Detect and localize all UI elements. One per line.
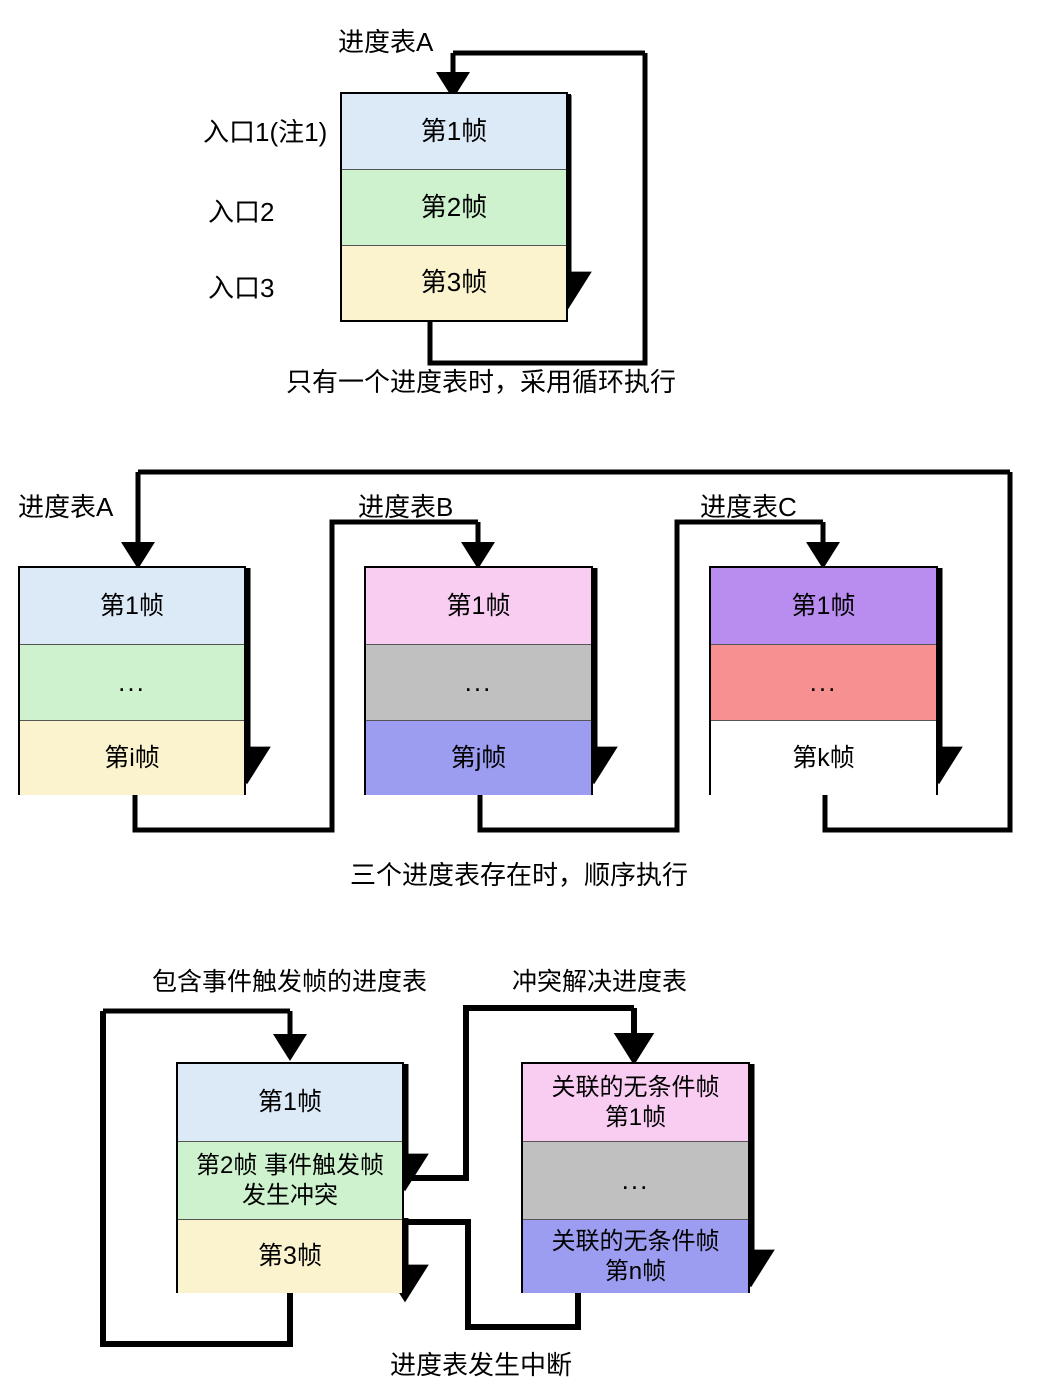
s2-frame-row[interactable]: 第j帧 xyxy=(366,721,591,795)
s3-left-table-title: 包含事件触发帧的进度表 xyxy=(152,968,428,996)
s3-event-trigger-table[interactable]: 第1帧 第2帧 事件触发帧 发生冲突 第3帧 xyxy=(176,1062,404,1293)
s3-left-entry-arrow xyxy=(103,1008,308,1061)
s2-outer-loop-rail xyxy=(121,469,1010,569)
s3-frame-row[interactable]: 第3帧 xyxy=(178,1220,402,1293)
s3-event-trigger-row[interactable]: 第2帧 事件触发帧 发生冲突 xyxy=(178,1142,402,1220)
s2-tableB-edge-bar xyxy=(591,568,596,760)
s2-frame-row[interactable]: 第1帧 xyxy=(366,568,591,645)
s2-schedule-table-b[interactable]: 第1帧 ... 第j帧 xyxy=(364,566,593,795)
s2-schedule-table-a[interactable]: 第1帧 ... 第i帧 xyxy=(18,566,246,795)
s3-right-edge-bar xyxy=(748,1064,753,1258)
s1-entry-label-3: 入口3 xyxy=(208,273,275,303)
s2-tableC-title: 进度表C xyxy=(700,492,797,522)
s2-tableC-edge-bar xyxy=(936,568,941,760)
s1-table-title: 进度表A xyxy=(338,27,434,57)
s2-frame-row[interactable]: 第1帧 xyxy=(711,568,936,645)
s3-frame-row[interactable]: 关联的无条件帧 第1帧 xyxy=(523,1064,748,1142)
s2-tableA-title: 进度表A xyxy=(18,492,114,522)
s3-left-edge-bar-upper xyxy=(402,1064,407,1160)
s2-schedule-table-c[interactable]: 第1帧 ... 第k帧 xyxy=(709,566,938,795)
s2-tableA-edge-bar xyxy=(244,568,249,760)
s1-entry-arrow xyxy=(436,50,645,99)
s3-frame-row[interactable]: 关联的无条件帧 第n帧 xyxy=(523,1220,748,1293)
s3-caption: 进度表发生中断 xyxy=(389,1350,572,1380)
s2-frame-row[interactable]: ... xyxy=(711,645,936,721)
s3-frame-row[interactable]: 第1帧 xyxy=(178,1064,402,1142)
s2-frame-row[interactable]: ... xyxy=(20,645,244,721)
s1-frame-row[interactable]: 第3帧 xyxy=(342,246,566,320)
s2-frame-row[interactable]: 第k帧 xyxy=(711,721,936,795)
s1-frame-row[interactable]: 第1帧 xyxy=(342,94,566,170)
s3-left-edge-bar-lower xyxy=(402,1218,407,1276)
s1-schedule-table-a[interactable]: 第1帧 第2帧 第3帧 xyxy=(340,92,568,322)
s3-right-table-title: 冲突解决进度表 xyxy=(512,968,688,996)
s1-frame-row[interactable]: 第2帧 xyxy=(342,170,566,246)
s2-caption: 三个进度表存在时，顺序执行 xyxy=(349,860,688,890)
s2-frame-row[interactable]: ... xyxy=(366,645,591,721)
s3-frame-row[interactable]: ... xyxy=(523,1142,748,1220)
s3-conflict-resolution-table[interactable]: 关联的无条件帧 第1帧 ... 关联的无条件帧 第n帧 xyxy=(521,1062,750,1293)
s2-tableB-title: 进度表B xyxy=(358,492,454,522)
s1-entry-label-2: 入口2 xyxy=(208,197,275,227)
s1-table-edge-bar xyxy=(566,94,571,284)
s1-caption: 只有一个进度表时，采用循环执行 xyxy=(285,367,676,397)
s2-frame-row[interactable]: 第i帧 xyxy=(20,721,244,795)
s2-frame-row[interactable]: 第1帧 xyxy=(20,568,244,645)
s1-entry-label-1: 入口1(注1) xyxy=(203,117,328,147)
